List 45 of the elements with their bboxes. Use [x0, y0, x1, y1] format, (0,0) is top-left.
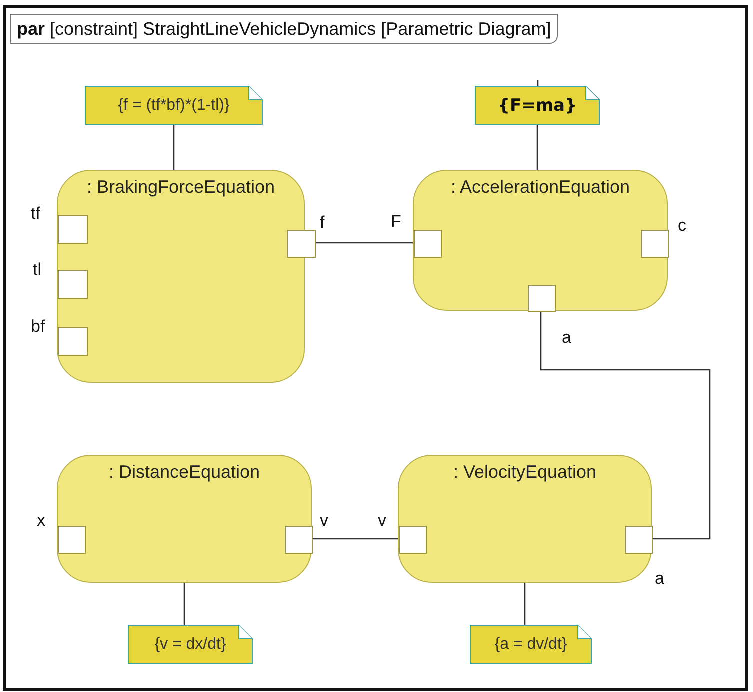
port-label: bf: [31, 317, 46, 337]
port-box: [641, 230, 669, 258]
block-title: : DistanceEquation: [108, 462, 262, 483]
port-box: [625, 526, 653, 554]
port-label: x: [37, 511, 46, 531]
constraint-text: {f = (tf*bf)*(1-tl)}: [118, 96, 230, 114]
port-box: [58, 270, 88, 299]
connector-line: [536, 125, 538, 170]
constraint-text: {v = dx/dt}: [154, 636, 226, 654]
port-box: [58, 215, 88, 244]
port-box: [285, 526, 313, 554]
port-box: [414, 230, 442, 258]
port-label: f: [320, 213, 325, 233]
port-label: v: [378, 511, 386, 531]
connector-line: [524, 583, 526, 625]
diagram-title: par [constraint] StraightLineVehicleDynamics [Parametric Diagram]: [10, 14, 558, 44]
constraint-block: [398, 455, 652, 583]
constraint-note: [470, 625, 592, 664]
port-box: [58, 327, 88, 356]
port-box: [399, 526, 427, 554]
port-label: a: [562, 328, 572, 348]
port-box: [528, 285, 556, 312]
port-label: tf: [31, 204, 40, 224]
connector-line: [312, 538, 398, 540]
port-box: [287, 230, 316, 258]
constraint-text: {F=ma}: [498, 96, 578, 116]
constraint-text: {a = dv/dt}: [494, 636, 568, 654]
port-label: v: [320, 511, 328, 531]
connector-line: [173, 125, 175, 170]
port-label: c: [678, 216, 686, 236]
constraint-note: [475, 86, 600, 125]
constraint-block: [57, 455, 312, 583]
port-label: tl: [33, 260, 42, 280]
connector-line: [315, 242, 413, 244]
port-box: [58, 526, 86, 554]
port-label: a: [655, 569, 664, 589]
connector-line: [184, 583, 186, 625]
port-label: F: [391, 212, 402, 232]
constraint-note: [128, 625, 253, 664]
block-title: : BrakingForceEquation: [86, 177, 276, 198]
connector-line: [540, 311, 711, 540]
block-title: : VelocityEquation: [452, 462, 598, 483]
constraint-block: [413, 170, 668, 311]
constraint-note: [85, 86, 263, 125]
block-title: : AccelerationEquation: [450, 177, 632, 198]
